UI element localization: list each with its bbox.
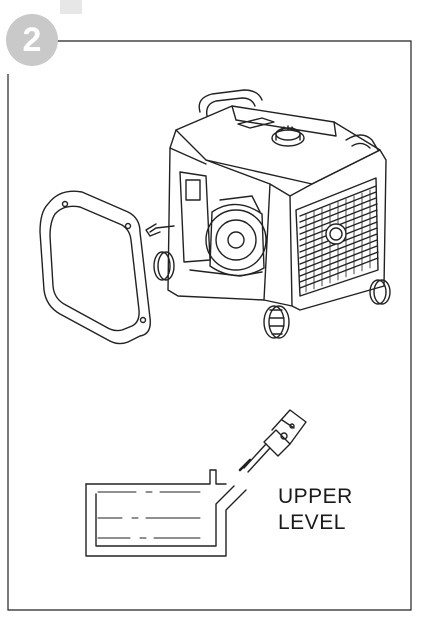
upper-level-line2: LEVEL: [278, 511, 346, 534]
step-frame: [7, 40, 412, 611]
side-panel-cover: [39, 190, 151, 345]
generator-body: [145, 89, 387, 311]
wheels: [153, 251, 391, 339]
upper-level-label: UPPER LEVEL: [278, 484, 353, 536]
upper-level-line1: UPPER: [278, 485, 353, 508]
step-number-badge: 2: [6, 14, 58, 66]
oil-fill-detail: [85, 409, 307, 557]
page-tab: [60, 0, 82, 14]
